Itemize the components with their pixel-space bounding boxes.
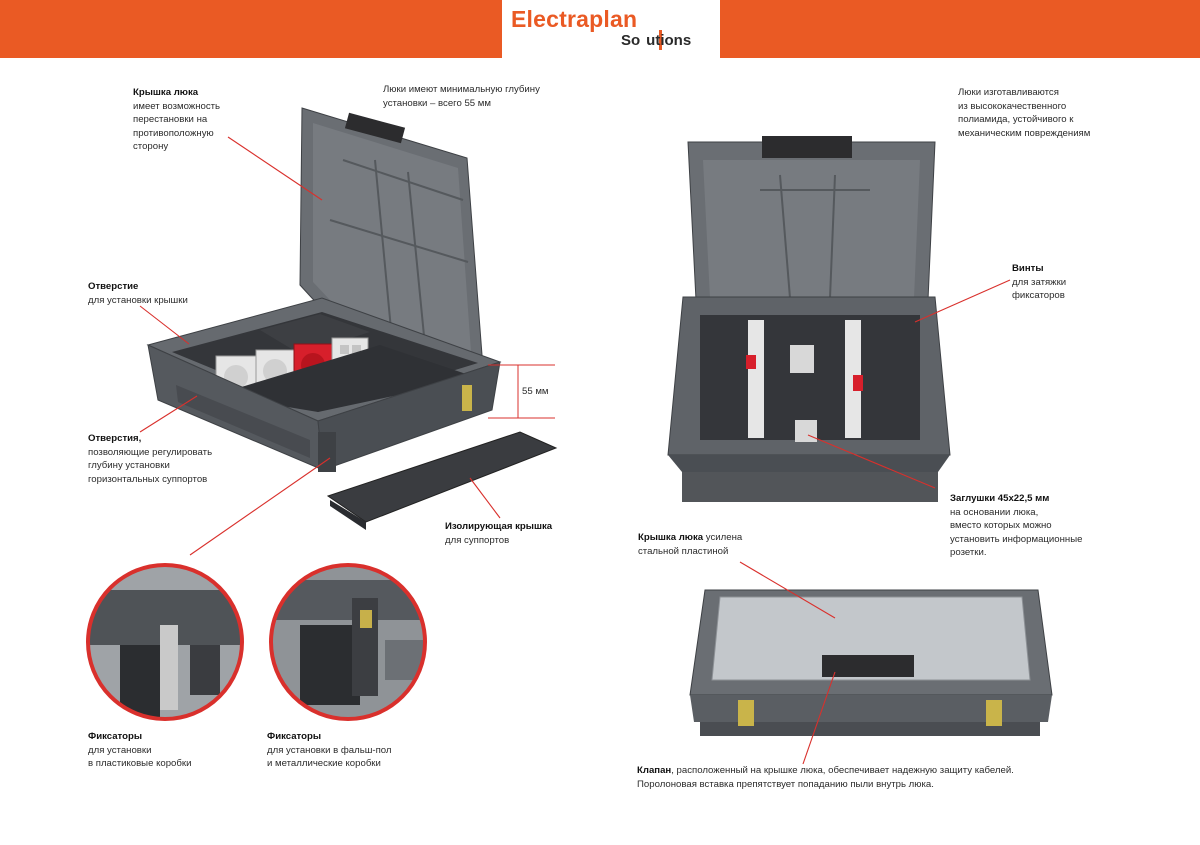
caption-material: Люки изготавливаются из высококачественн… bbox=[958, 86, 1090, 140]
header-band-right bbox=[720, 0, 1200, 58]
caption-fix2-line: для установки в фальш-пол bbox=[267, 744, 392, 756]
caption-fix2-line: и металлические коробки bbox=[267, 758, 381, 770]
caption-fixators-metal: Фиксаторы для установки в фальш-пол и ме… bbox=[267, 730, 392, 771]
caption-screws-title: Винты bbox=[1012, 263, 1044, 274]
caption-valve-line: Поролоновая вставка препятствует попадан… bbox=[637, 778, 934, 790]
caption-plugs-line: розетки. bbox=[950, 547, 987, 559]
caption-hole-title: Отверстие bbox=[88, 281, 139, 292]
caption-steel-rest: усилена bbox=[703, 532, 743, 543]
caption-material-line: Люки изготавливаются bbox=[958, 87, 1059, 98]
caption-holes-title: Отверстия, bbox=[88, 433, 142, 444]
caption-material-line: полиамида, устойчивого к bbox=[958, 114, 1074, 126]
caption-valve-title: Клапан bbox=[637, 765, 672, 776]
caption-lid-hole: Отверстие для установки крышки bbox=[88, 280, 188, 307]
logo-bar bbox=[659, 30, 662, 50]
dimension-label: 55 мм bbox=[522, 386, 549, 397]
caption-screws: Винты для затяжки фиксаторов bbox=[1012, 262, 1066, 303]
caption-depth: Люки имеют минимальную глубину установки… bbox=[383, 83, 540, 110]
header-band-left bbox=[0, 0, 502, 58]
caption-plugs-line: установить информационные bbox=[950, 533, 1083, 545]
caption-holes: Отверстия, позволяющие регулировать глуб… bbox=[88, 432, 212, 486]
detail-circle-metal bbox=[271, 565, 425, 719]
caption-depth-line: Люки имеют минимальную глубину bbox=[383, 84, 540, 95]
right-floor-box bbox=[667, 136, 951, 502]
caption-screws-line: фиксаторов bbox=[1012, 290, 1065, 302]
caption-fix1-line: в пластиковые коробки bbox=[88, 758, 192, 770]
insulating-cover bbox=[326, 431, 558, 530]
detail-circle-plastic bbox=[88, 565, 242, 719]
caption-fix1-line: для установки bbox=[88, 744, 152, 756]
caption-lid-line: сторону bbox=[133, 141, 169, 153]
caption-lid-line: имеет возможность bbox=[133, 100, 221, 112]
caption-plugs-line: вместо которых можно bbox=[950, 520, 1052, 532]
caption-insulating-cover: Изолирующая крышка для суппортов bbox=[445, 520, 552, 547]
caption-lid-swap: Крышка люка имеет возможность перестанов… bbox=[133, 86, 220, 154]
caption-lid-line: противоположную bbox=[133, 127, 214, 139]
caption-holes-line: позволяющие регулировать bbox=[88, 446, 213, 458]
logo-word-2a: So bbox=[621, 32, 641, 49]
brand-logo: Electraplan So utions bbox=[502, 0, 720, 58]
closed-floor-box bbox=[689, 589, 1053, 736]
caption-screws-line: для затяжки bbox=[1012, 276, 1067, 288]
caption-fix1-title: Фиксаторы bbox=[88, 731, 143, 742]
caption-material-line: из высококачественного bbox=[958, 100, 1067, 112]
logo-word-1b: lan bbox=[603, 6, 638, 32]
caption-steel-lid: Крышка люка усилена стальной пластиной bbox=[638, 531, 742, 558]
caption-hole-line: для установки крышки bbox=[88, 294, 188, 306]
left-floor-box bbox=[146, 107, 502, 472]
caption-plugs: Заглушки 45х22,5 мм на основании люка, в… bbox=[950, 492, 1082, 560]
caption-lid-title: Крышка люка bbox=[133, 87, 199, 98]
caption-valve-rest: , расположенный на крышке люка, обеспечи… bbox=[671, 765, 1014, 776]
logo-word-2b: utions bbox=[646, 32, 692, 49]
caption-holes-line: горизонтальных суппортов bbox=[88, 473, 208, 485]
caption-valve: Клапан, расположенный на крышке люка, об… bbox=[637, 764, 1014, 791]
caption-depth-line: установки – всего 55 мм bbox=[383, 97, 491, 109]
logo-word-1: Electrap bbox=[511, 6, 604, 32]
caption-material-line: механическим повреждениям bbox=[958, 127, 1091, 139]
caption-lid-line: перестановки на bbox=[133, 114, 208, 126]
caption-steel-line: стальной пластиной bbox=[638, 545, 729, 557]
caption-holes-line: глубину установки bbox=[88, 460, 170, 472]
caption-plugs-title: Заглушки 45х22,5 мм bbox=[950, 493, 1050, 504]
caption-plugs-line: на основании люка, bbox=[950, 506, 1039, 518]
caption-insul-line: для суппортов bbox=[445, 534, 510, 546]
leader-lines bbox=[139, 136, 1011, 765]
caption-fixators-plastic: Фиксаторы для установки в пластиковые ко… bbox=[88, 730, 191, 771]
caption-steel-title: Крышка люка bbox=[638, 532, 704, 543]
dimension-marker bbox=[488, 364, 555, 419]
caption-fix2-title: Фиксаторы bbox=[267, 731, 322, 742]
caption-insul-title: Изолирующая крышка bbox=[445, 521, 553, 532]
